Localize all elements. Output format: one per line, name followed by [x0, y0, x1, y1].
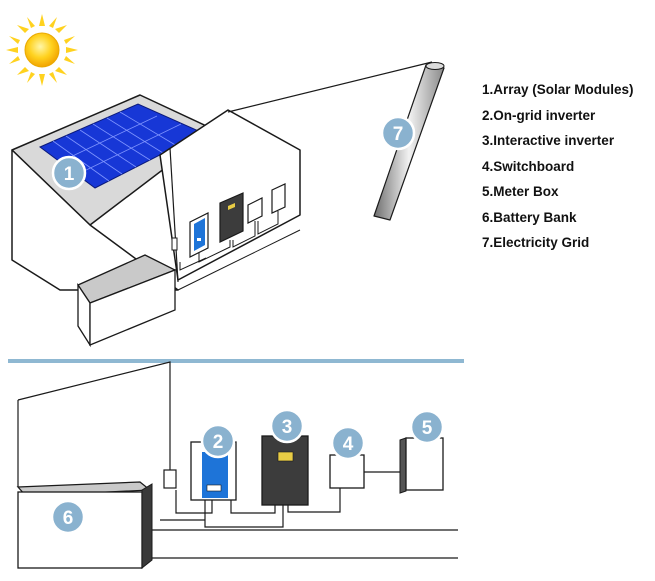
sun-icon	[6, 14, 78, 86]
badge-electricity-grid: 7	[380, 115, 416, 151]
badge-battery-bank: 6	[50, 499, 86, 535]
badge-battery-bank-label: 6	[63, 508, 74, 529]
house-meter-box	[271, 183, 286, 214]
grid-wire	[227, 61, 433, 113]
house	[11, 61, 433, 348]
legend-item-array: 1.Array (Solar Modules)	[482, 82, 634, 97]
house-battery-bank	[77, 254, 177, 348]
legend-item-ongrid-inverter: 2.On-grid inverter	[482, 107, 596, 123]
component-legend: 1.Array (Solar Modules) 2.On-grid invert…	[482, 80, 634, 259]
badge-meter-box: 5	[409, 409, 445, 445]
legend-item-switchboard: 4.Switchboard	[482, 158, 575, 174]
badge-interactive-inverter: 3	[269, 408, 305, 444]
badge-interactive-inverter-label: 3	[282, 417, 293, 438]
badge-ongrid-inverter: 2	[200, 423, 236, 459]
badge-switchboard: 4	[330, 425, 366, 461]
badge-ongrid-inverter-label: 2	[213, 432, 224, 453]
legend-item-electricity-grid: 7.Electricity Grid	[482, 235, 590, 250]
legend-item-battery-bank: 6.Battery Bank	[482, 209, 577, 225]
legend-item-meter-box: 5.Meter Box	[482, 184, 559, 199]
legend-item-interactive-inverter: 3.Interactive inverter	[482, 133, 615, 148]
badge-array: 1	[51, 155, 87, 191]
house-interactive-inverter	[219, 192, 244, 243]
meter-box	[399, 437, 444, 494]
badge-array-label: 1	[64, 164, 75, 185]
battery-bank	[16, 481, 153, 570]
schematic	[16, 361, 458, 570]
badge-meter-box-label: 5	[422, 418, 433, 439]
house-switchboard	[247, 197, 263, 224]
interactive-inverter	[261, 435, 309, 506]
badge-switchboard-label: 4	[343, 434, 354, 455]
badge-electricity-grid-label: 7	[393, 124, 404, 145]
house-ongrid-inverter	[189, 212, 209, 258]
